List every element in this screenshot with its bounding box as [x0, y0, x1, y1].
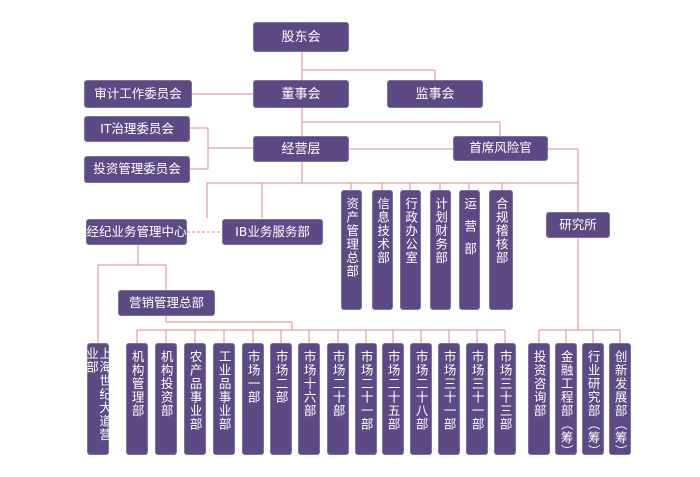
department-box: 信息技术部 [372, 190, 393, 310]
department-box: 运营部 [459, 190, 480, 310]
marketing-unit-label: 市场三十一部 [469, 350, 485, 431]
marketing-unit-label: 农产品事业部 [187, 350, 203, 431]
board-label: 董事会 [281, 86, 321, 102]
department-label: 资产管理总部 [344, 197, 360, 278]
marketing-label: 营销管理总部 [128, 294, 204, 310]
department-box: 合规稽核部 [489, 190, 513, 310]
department-box: 行政办公室 [400, 190, 421, 310]
marketing-unit: 市场三十一部 [438, 343, 460, 455]
marketing-unit: 市场二部 [270, 343, 292, 455]
shareholders-meeting: 股东会 [253, 22, 349, 52]
marketing-unit-label: 市场二十部 [330, 350, 346, 418]
marketing-unit: 市场三十三部 [494, 343, 516, 455]
audit-label: 审计工作委员会 [94, 85, 182, 101]
investment-committee: 投资管理委员会 [84, 156, 190, 183]
research-unit: 创新发展部（筹） [609, 343, 631, 458]
chief-risk-officer: 首席风险官 [453, 136, 548, 161]
department-box: 资产管理总部 [341, 190, 362, 310]
marketing-unit-label: 市场二十五部 [385, 350, 401, 431]
management-label: 经营层 [281, 141, 321, 157]
marketing-unit: 市场一部 [242, 343, 264, 455]
marketing-unit-label: 市场三十三部 [497, 350, 513, 431]
department-label: 运营部 [462, 197, 478, 265]
shareholders-label: 股东会 [281, 29, 321, 45]
research-unit: 金融工程部（筹） [555, 343, 577, 458]
marketing-unit-label: 市场三十一部 [441, 350, 457, 431]
invest-comm-label: 投资管理委员会 [93, 161, 181, 177]
marketing-unit: 农产品事业部 [184, 343, 206, 455]
marketing-unit: 市场十六部 [298, 343, 320, 455]
cro-label: 首席风险官 [469, 140, 532, 156]
audit-committee: 审计工作委员会 [84, 80, 192, 108]
marketing-unit-label: 市场二十一部 [358, 350, 374, 431]
marketing-unit-label: 机构投资部 [158, 350, 174, 418]
research-unit-label: 投资咨询部 [531, 350, 547, 418]
it-gov-label: IT治理委员会 [100, 120, 174, 136]
research-label: 研究所 [559, 216, 597, 232]
department-label: 信息技术部 [375, 197, 391, 265]
marketing-unit-label: 机构管理部 [129, 350, 145, 418]
marketing-unit-label: 市场十六部 [301, 350, 317, 418]
marketing-unit: 市场三十一部 [466, 343, 488, 455]
marketing-unit: 市场二十八部 [410, 343, 432, 455]
department-label: 计划财务部 [433, 197, 449, 265]
marketing-unit-label: 市场二部 [273, 350, 289, 404]
marketing-unit: 机构投资部 [155, 343, 177, 455]
marketing-unit: 工业品事业部 [213, 343, 235, 455]
marketing-unit: 市场二十部 [327, 343, 349, 455]
department-box: 计划财务部 [430, 190, 451, 310]
research-unit: 行业研究部（筹） [582, 343, 604, 458]
department-label: 行政办公室 [403, 197, 419, 265]
brokerage-label: 经纪业务管理中心 [86, 223, 187, 239]
department-label: 合规稽核部 [493, 197, 509, 265]
supervisors-label: 监事会 [415, 86, 455, 102]
marketing-unit: 市场二十五部 [382, 343, 404, 455]
ib-service-dept: IB业务服务部 [222, 219, 323, 245]
brokerage-center: 经纪业务管理中心 [86, 219, 187, 245]
research-institute: 研究所 [546, 212, 610, 238]
marketing-unit-label: 市场二十八部 [413, 350, 429, 431]
shanghai-branch: 上海世纪大道营业部 [84, 343, 113, 455]
marketing-unit: 机构管理部 [126, 343, 148, 455]
research-unit-label: 金融工程部（筹） [558, 350, 574, 458]
marketing-unit-label: 市场一部 [245, 350, 261, 404]
marketing-unit: 市场二十一部 [355, 343, 377, 455]
management-team: 经营层 [253, 136, 349, 162]
research-unit-label: 行业研究部（筹） [585, 350, 601, 458]
it-governance-committee: IT治理委员会 [84, 116, 190, 142]
research-unit: 投资咨询部 [528, 343, 550, 455]
board-of-supervisors: 监事会 [387, 80, 483, 108]
marketing-hq: 营销管理总部 [118, 290, 215, 316]
ib-label: IB业务服务部 [235, 223, 310, 239]
marketing-unit-label: 工业品事业部 [216, 350, 232, 431]
research-unit-label: 创新发展部（筹） [612, 350, 628, 458]
branch-label: 上海世纪大道营业部 [84, 347, 113, 442]
board-of-directors: 董事会 [253, 80, 349, 108]
